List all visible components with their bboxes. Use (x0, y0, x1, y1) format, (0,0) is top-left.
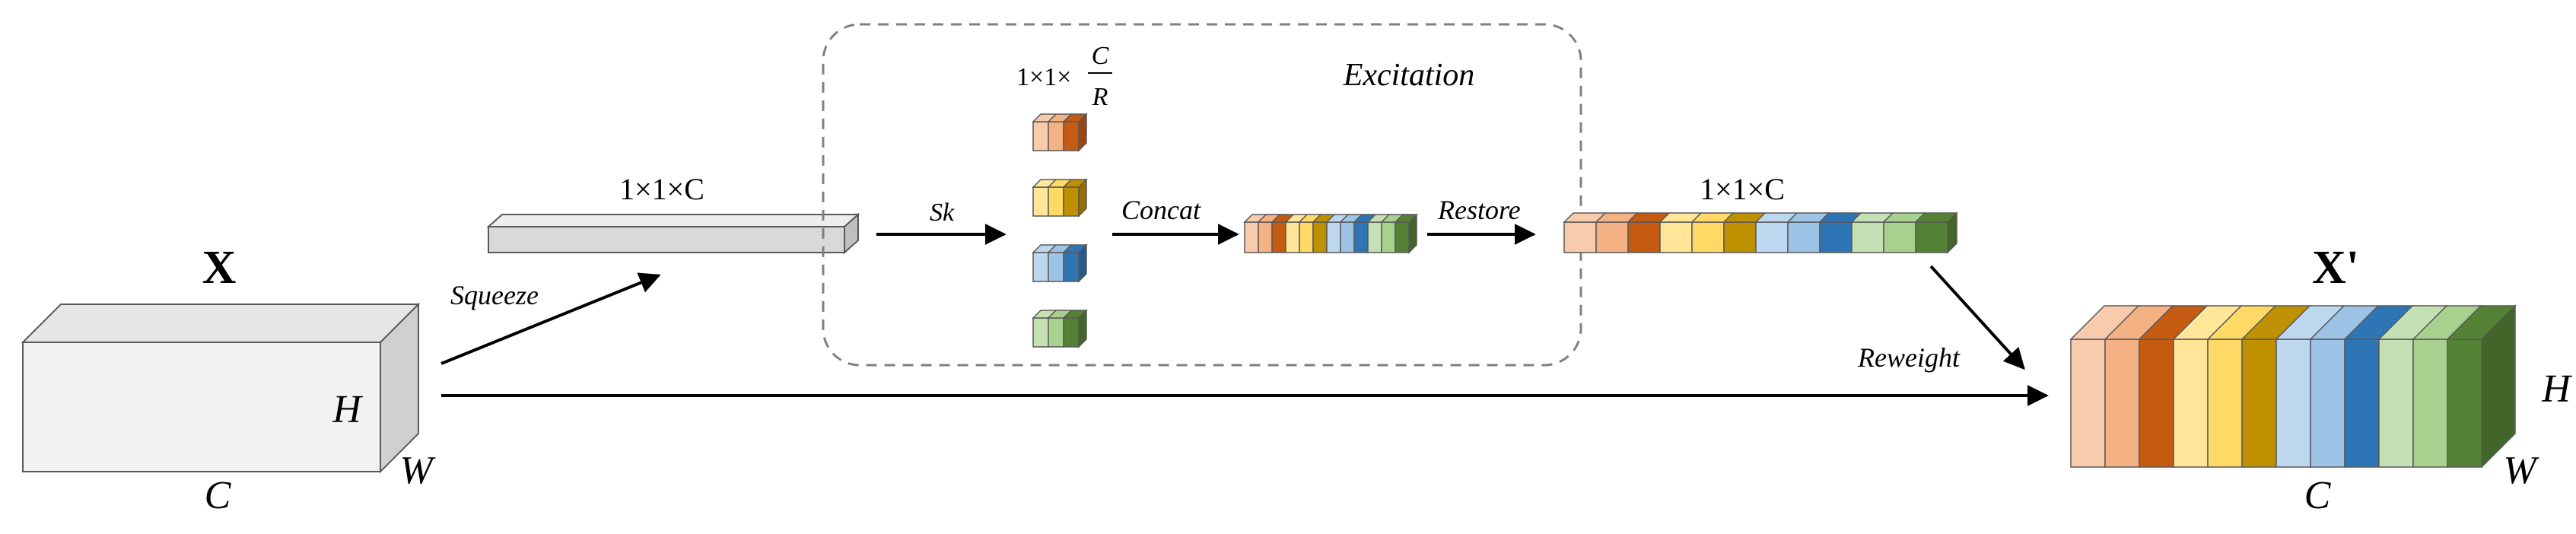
concat-bar-channel-front (1285, 221, 1300, 253)
restored-bar-channel-front (1723, 221, 1757, 253)
excitation-label: Excitation (1343, 58, 1475, 93)
reweight-label: Reweight (1857, 342, 1961, 373)
split-group-4-channel-front (1032, 317, 1049, 348)
input-width-label: W (399, 449, 436, 492)
split-group-2-channel-front (1048, 186, 1064, 217)
concat-bar-side (1408, 213, 1417, 254)
restored-bar-channel-front (1755, 221, 1789, 253)
output-cube-channel-front (2344, 339, 2380, 468)
restored-bar-side (1947, 211, 1957, 254)
split-group-4-channel-front (1063, 317, 1080, 348)
split-groups (1032, 113, 1088, 348)
split-group-2-channel-front (1063, 186, 1080, 217)
output-cube-channel-front (2070, 339, 2106, 468)
split-group-3-channel-front (1032, 252, 1049, 282)
restored-bar-channel-front (1563, 221, 1597, 253)
split-group-1-channel-front (1048, 121, 1064, 151)
input-channel-label: C (205, 474, 232, 517)
input-tensor-cube (21, 302, 421, 474)
excitation-region (822, 23, 1582, 367)
split-shape-prefix: 1×1× (1016, 63, 1071, 91)
split-group-2-channel-front (1032, 186, 1049, 217)
split-group-4-side (1078, 309, 1087, 348)
squeezed-shape-label: 1×1×C (619, 172, 704, 206)
output-cube-channel-front (2139, 339, 2174, 468)
restored-bar-channel-front (1819, 221, 1852, 253)
sk-label: Sk (930, 199, 955, 227)
reweight-arrow (1929, 265, 2025, 370)
squeeze-label: Squeeze (450, 280, 539, 310)
concat-bar-channel-front (1312, 221, 1328, 253)
output-tensor-label: X' (2312, 242, 2359, 294)
input-tensor-label: X (202, 242, 237, 294)
restored-bar-channel-front (1659, 221, 1693, 253)
output-channel-label: C (2304, 474, 2332, 517)
split-group-1-side (1078, 113, 1087, 152)
restore-label: Restore (1437, 195, 1521, 225)
split-shape-numerator: C (1092, 42, 1109, 70)
output-cube-channel-front (2412, 339, 2448, 468)
restored-bar-channel-front (1691, 221, 1725, 253)
concatenated-bar (1243, 213, 1418, 254)
output-cube-channel-front (2207, 339, 2243, 468)
output-cube-channel-front (2310, 339, 2345, 468)
restored-bar-channel-front (1915, 221, 1948, 253)
split-group-3-channel-front (1063, 252, 1080, 282)
output-cube-channel-front (2275, 339, 2311, 468)
concat-bar-channel-front (1395, 221, 1410, 253)
split-group-2-side (1078, 178, 1087, 218)
concat-bar-channel-front (1244, 221, 1259, 253)
concat-bar-channel-front (1271, 221, 1286, 253)
squeezed-vector-bar (486, 212, 860, 255)
restored-shape-label: 1×1×C (1700, 172, 1785, 206)
output-width-label: W (2503, 449, 2539, 492)
split-group-3-side (1078, 243, 1087, 283)
restored-bar (1563, 211, 1958, 254)
split-group-1-channel-front (1063, 121, 1080, 151)
output-cube-channel-front (2447, 339, 2482, 468)
concat-bar-channel-front (1381, 221, 1396, 253)
output-cube-channel-front (2104, 339, 2140, 468)
output-cube-channel-front (2173, 339, 2209, 468)
split-group-3-channel-front (1048, 252, 1064, 282)
split-group-1-channel-front (1032, 121, 1049, 151)
split-shape-denominator: R (1092, 83, 1108, 111)
split-group-4-channel-front (1048, 317, 1064, 348)
output-cube-channel-front (2378, 339, 2414, 468)
concat-bar-channel-front (1367, 221, 1382, 253)
restored-bar-channel-front (1787, 221, 1821, 253)
restored-bar-channel-front (1627, 221, 1661, 253)
squeeze-arrow (440, 272, 661, 365)
concat-label: Concat (1121, 195, 1201, 225)
restored-bar-channel-front (1883, 221, 1916, 253)
concat-bar-channel-front (1299, 221, 1314, 253)
restored-bar-channel-front (1595, 221, 1629, 253)
output-cube-side (2481, 304, 2516, 469)
concat-bar-channel-front (1326, 221, 1341, 253)
output-cube-channel-front (2241, 339, 2277, 468)
output-height-label: H (2541, 367, 2572, 411)
concat-bar-channel-front (1353, 221, 1369, 253)
restored-bar-channel-front (1851, 221, 1884, 253)
input-height-label: H (332, 388, 363, 431)
concat-bar-channel-front (1340, 221, 1355, 253)
concat-bar-channel-front (1258, 221, 1273, 253)
output-tensor-cube (2069, 304, 2517, 469)
